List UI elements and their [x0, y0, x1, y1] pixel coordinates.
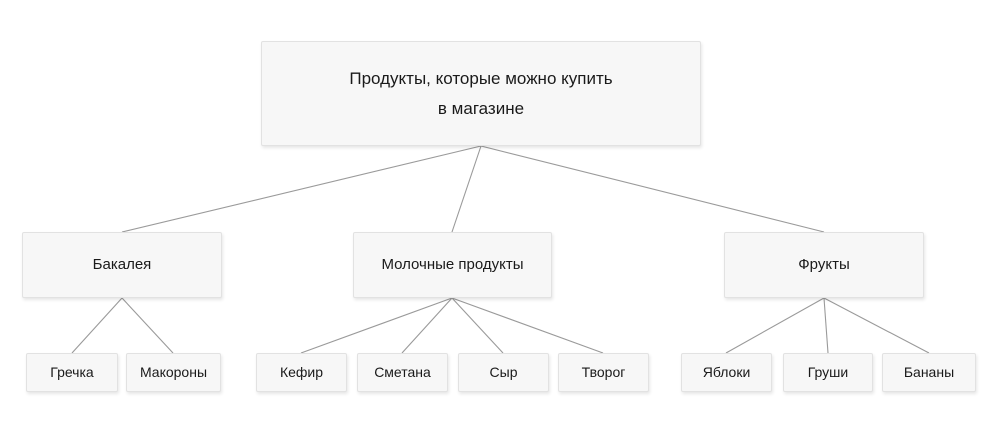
node-category-molochnye-produkty[interactable]: Молочные продукты [353, 232, 552, 298]
node-leaf-tvorog[interactable]: Творог [558, 353, 649, 392]
node-leaf-smetana[interactable]: Сметана [357, 353, 448, 392]
connector-root-to-bakaleya [121, 145, 482, 233]
connector-molochnye-to-smetana [401, 297, 453, 354]
connector-frukty-to-banany [823, 297, 930, 354]
node-leaf-grushi[interactable]: Груши [783, 353, 873, 392]
connector-bakaleya-to-makorony [121, 297, 174, 354]
node-leaf-tvorog-label: Творог [581, 363, 626, 380]
node-category-frukty-label: Фрукты [798, 256, 850, 274]
node-leaf-banany[interactable]: Бананы [882, 353, 976, 392]
connector-molochnye-to-kefir [300, 297, 453, 354]
node-leaf-smetana-label: Сметана [374, 363, 431, 380]
node-leaf-makorony-label: Макороны [139, 363, 208, 380]
node-root-label: Продукты, которые можно купить в магазин… [349, 68, 613, 118]
connector-bakaleya-to-grechka [71, 297, 123, 354]
node-leaf-kefir-label: Кефир [279, 363, 324, 380]
node-category-frukty[interactable]: Фрукты [724, 232, 924, 298]
node-category-molochnye-produkty-label: Молочные продукты [381, 256, 524, 274]
node-leaf-banany-label: Бананы [903, 363, 955, 380]
node-leaf-syr[interactable]: Сыр [458, 353, 549, 392]
node-leaf-grechka-label: Гречка [50, 363, 94, 380]
node-category-bakaleya-label: Бакалея [92, 256, 152, 274]
connector-molochnye-to-syr [451, 297, 504, 354]
node-leaf-yabloki[interactable]: Яблоки [681, 353, 772, 392]
connector-molochnye-to-tvorog [451, 297, 604, 354]
connector-frukty-to-grushi [823, 297, 829, 354]
node-root[interactable]: Продукты, которые можно купить в магазин… [261, 41, 701, 146]
node-leaf-makorony[interactable]: Макороны [126, 353, 221, 392]
node-category-bakaleya[interactable]: Бакалея [22, 232, 222, 298]
connector-root-to-molochnye [451, 145, 482, 233]
node-leaf-grushi-label: Груши [807, 363, 849, 380]
node-leaf-yabloki-label: Яблоки [702, 363, 751, 380]
connector-root-to-frukty [480, 145, 825, 233]
node-leaf-syr-label: Сыр [489, 363, 518, 380]
node-leaf-grechka[interactable]: Гречка [26, 353, 118, 392]
connector-frukty-to-yabloki [725, 297, 825, 354]
node-leaf-kefir[interactable]: Кефир [256, 353, 347, 392]
